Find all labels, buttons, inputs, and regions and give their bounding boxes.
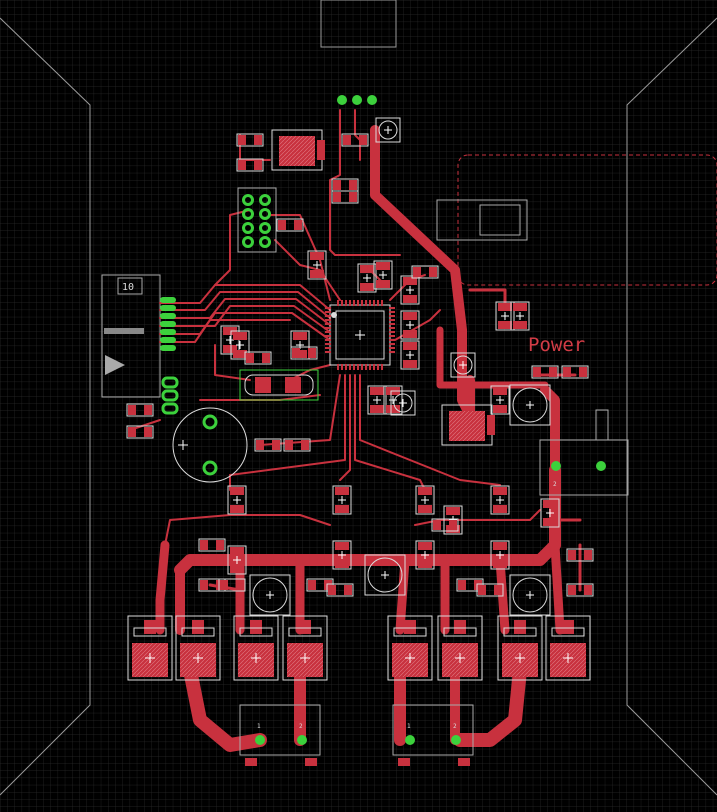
mosfet-package bbox=[127, 615, 173, 681]
smd-part bbox=[220, 325, 240, 355]
round-capacitor bbox=[375, 117, 401, 143]
smd-part bbox=[400, 340, 420, 370]
smd-small bbox=[236, 158, 264, 172]
smd-small bbox=[198, 538, 226, 552]
connector-id-label: 10 bbox=[122, 282, 134, 293]
smd-part bbox=[307, 250, 327, 280]
smd-part bbox=[332, 540, 352, 570]
smd-small bbox=[411, 265, 439, 279]
smd-part bbox=[400, 310, 420, 340]
mosfet-package bbox=[233, 615, 279, 681]
smd-small bbox=[254, 438, 282, 452]
top-pin-header bbox=[337, 95, 377, 105]
regulator-package bbox=[271, 129, 325, 171]
smd-part bbox=[230, 330, 250, 360]
crystal-oscillator bbox=[239, 369, 319, 401]
smd-part bbox=[357, 263, 377, 293]
smd-part bbox=[495, 301, 515, 331]
smd-small bbox=[126, 425, 154, 439]
smd-part bbox=[490, 385, 510, 415]
output-connector-b: 1 2 bbox=[392, 704, 474, 766]
smd-small bbox=[126, 403, 154, 417]
mosfet-package bbox=[175, 615, 221, 681]
smd-part bbox=[332, 485, 352, 515]
mosfet-package bbox=[282, 615, 328, 681]
mosfet-package bbox=[545, 615, 591, 681]
round-capacitor bbox=[249, 574, 291, 616]
round-capacitor bbox=[364, 554, 406, 596]
smd-part bbox=[490, 540, 510, 570]
smd-part bbox=[540, 498, 560, 528]
smd-part bbox=[510, 301, 530, 331]
smd-small bbox=[283, 438, 311, 452]
smd-small bbox=[276, 218, 304, 232]
smd-small bbox=[566, 583, 594, 597]
smd-part bbox=[400, 275, 420, 305]
smd-part bbox=[415, 540, 435, 570]
smd-small bbox=[566, 548, 594, 562]
pin-label-c1: 2 bbox=[553, 481, 557, 488]
smd-small bbox=[561, 365, 589, 379]
power-input-connector: 2 bbox=[539, 409, 629, 496]
mosfet-package bbox=[497, 615, 543, 681]
smd-small bbox=[244, 351, 272, 365]
smd-small bbox=[326, 583, 354, 597]
pin-label-b2: 2 bbox=[453, 723, 457, 730]
power-region: Power bbox=[436, 154, 717, 356]
microcontroller-ic bbox=[325, 300, 395, 370]
smd-small bbox=[290, 346, 318, 360]
pin-label-a1: 1 bbox=[257, 723, 261, 730]
round-capacitor bbox=[450, 352, 476, 378]
buzzer bbox=[172, 407, 248, 483]
mosfet-package bbox=[437, 615, 483, 681]
smd-part bbox=[415, 485, 435, 515]
smd-part bbox=[227, 545, 247, 575]
smd-part bbox=[367, 385, 387, 415]
smd-part bbox=[373, 260, 393, 290]
smd-small bbox=[331, 190, 359, 204]
smd-small bbox=[218, 578, 246, 592]
pin-label-a2: 2 bbox=[299, 723, 303, 730]
components bbox=[126, 117, 594, 681]
output-connector-a: 1 2 bbox=[239, 704, 321, 766]
smd-part bbox=[490, 485, 510, 515]
round-capacitor bbox=[509, 574, 551, 616]
round-capacitor bbox=[390, 390, 416, 416]
left-header-pads bbox=[160, 297, 179, 415]
power-label: Power bbox=[528, 334, 585, 356]
regulator-package bbox=[441, 404, 495, 446]
smd-small bbox=[236, 133, 264, 147]
smd-small bbox=[431, 518, 459, 532]
pin-label-b1: 1 bbox=[407, 723, 411, 730]
smd-small bbox=[341, 133, 369, 147]
mosfet-package bbox=[387, 615, 433, 681]
smd-part bbox=[227, 485, 247, 515]
smd-small bbox=[531, 365, 559, 379]
smd-small bbox=[476, 583, 504, 597]
round-capacitor bbox=[509, 384, 551, 426]
pin-header-2x4 bbox=[237, 187, 277, 253]
left-connector: 10 bbox=[101, 274, 161, 398]
